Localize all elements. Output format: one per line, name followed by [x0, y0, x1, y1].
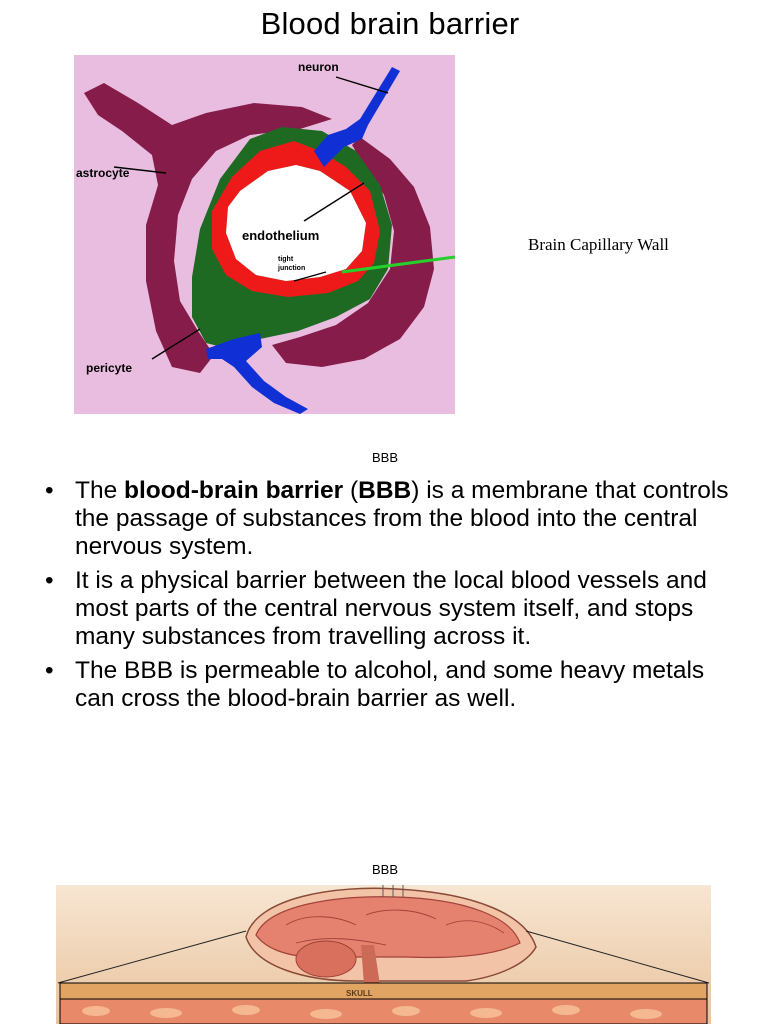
tissue-cells	[82, 1005, 662, 1019]
brain-caption: BBB	[371, 862, 398, 877]
neuron-bottom-shape	[206, 333, 308, 414]
bullet-item: • The BBB is permeable to alcohol, and s…	[45, 657, 705, 712]
skull-label: SKULL	[346, 989, 373, 998]
bullet-marker: •	[45, 657, 54, 684]
bullet-item: • The blood-brain barrier (BBB) is a mem…	[45, 477, 729, 560]
zoom-line-left	[57, 930, 247, 984]
label-arrows	[113, 76, 389, 360]
bullet-item: • It is a physical barrier between the l…	[45, 567, 707, 650]
tight-junction-label-line1: tight	[278, 256, 294, 263]
zoom-line-right	[525, 930, 710, 984]
pericyte-label: pericyte	[86, 361, 132, 375]
cerebellum	[295, 940, 357, 978]
bullet-marker: •	[45, 477, 54, 504]
astrocyte-label: astrocyte	[76, 166, 130, 180]
diagram-caption: BBB	[371, 450, 398, 465]
bullet-marker: •	[45, 567, 54, 594]
astrocyte-right-shape	[272, 137, 434, 367]
bold-term: BBB	[358, 477, 412, 504]
skull-band	[59, 982, 708, 1000]
endothelium-label: endothelium	[242, 228, 319, 243]
bold-term: blood-brain barrier	[124, 477, 344, 504]
neuron-label: neuron	[298, 60, 339, 74]
page-title: Blood brain barrier	[260, 6, 520, 41]
capillary-wall-pointer	[341, 255, 455, 274]
capillary-diagram: neuron astrocyte endothelium tight junct…	[74, 55, 455, 414]
brainstem	[361, 945, 380, 985]
brain-capillary-wall-label: Brain Capillary Wall	[528, 235, 669, 254]
brain-folds	[285, 909, 505, 946]
brain-cross-section-image: SKULL	[56, 885, 711, 1024]
neuron-top-shape	[314, 67, 400, 167]
bbb-marker	[382, 885, 404, 897]
capillary-lumen	[226, 165, 366, 281]
bullet-list: • The blood-brain barrier (BBB) is a mem…	[45, 477, 745, 719]
endothelium-shape	[212, 141, 380, 297]
tight-junction-label-line2: junction	[277, 265, 305, 272]
astrocyte-shape	[84, 83, 332, 373]
